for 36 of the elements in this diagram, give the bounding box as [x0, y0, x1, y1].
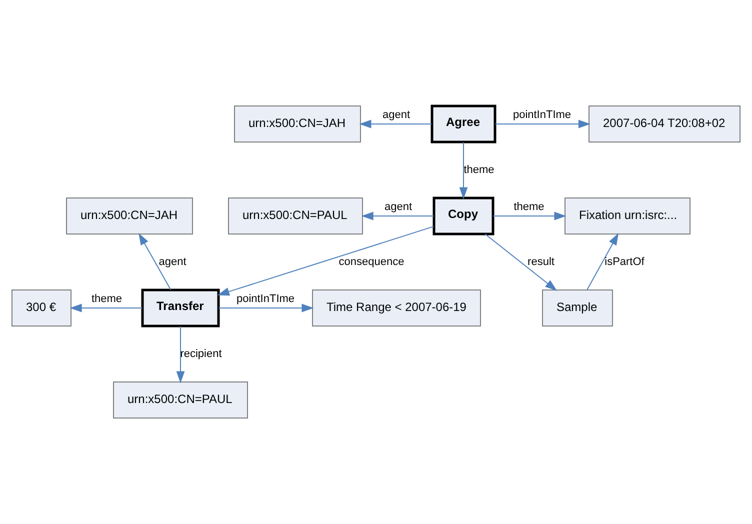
edge-label: pointInTIme [236, 292, 295, 305]
edge-label: consequence [338, 256, 404, 268]
node-box: Time Range < 2007-06-19 [312, 290, 481, 326]
node-box: urn:x500:CN=JAH [66, 198, 193, 234]
arrow [459, 142, 468, 200]
node-box: 300 € [12, 290, 72, 326]
arrow [70, 304, 143, 312]
arrow [586, 233, 619, 290]
edge-label: agent [382, 108, 410, 121]
node-box: Fixation urn:isrc:... [564, 198, 690, 234]
arrow [492, 212, 566, 220]
node-box: Sample [542, 290, 613, 326]
arrow [217, 226, 434, 296]
arrow [361, 212, 434, 220]
edge-label: theme [464, 164, 494, 176]
arrow [359, 120, 432, 128]
arrow [484, 234, 558, 291]
arrow [138, 233, 172, 290]
edge-label: result [528, 256, 554, 268]
edge-label: isPartOf [604, 256, 644, 268]
edge-label: theme [514, 200, 544, 213]
node-box: urn:x500:CN=JAH [234, 106, 361, 142]
node-box: Copy [432, 196, 494, 236]
edge-label: theme [91, 292, 122, 305]
edge-label: agent [384, 200, 412, 213]
arrow [494, 120, 590, 128]
node-box: urn:x500:CN=PAUL [113, 382, 248, 418]
node-box: Transfer [141, 288, 220, 328]
arrow [176, 326, 185, 384]
edge-label: pointInTIme [512, 108, 572, 121]
arrow [218, 304, 314, 312]
node-box: 2007-06-04 T20:08+02 [588, 106, 740, 142]
edge-label: recipient [180, 348, 222, 360]
node-box: urn:x500:CN=PAUL [228, 198, 363, 234]
edge-label: agent [158, 256, 186, 268]
node-box: Agree [430, 104, 496, 144]
